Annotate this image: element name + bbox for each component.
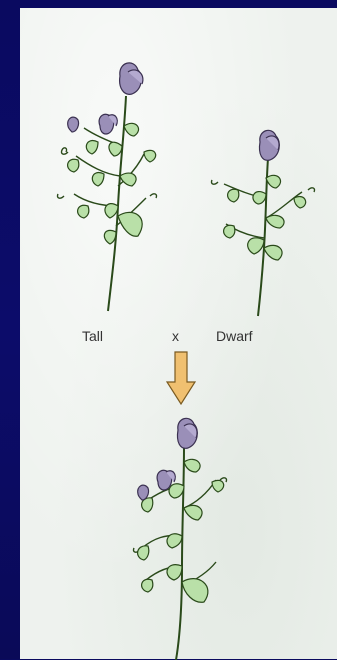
tall-parent-plant <box>38 56 168 318</box>
parent-label-dwarf: Dwarf <box>216 328 253 344</box>
offspring-tall-plant <box>112 416 242 660</box>
down-arrow-icon <box>166 350 196 406</box>
dwarf-parent-plant <box>198 128 326 318</box>
parent-label-tall: Tall <box>82 328 103 344</box>
cross-operator-label: x <box>172 328 179 344</box>
illustration-panel: Tall x Dwarf <box>20 8 337 659</box>
